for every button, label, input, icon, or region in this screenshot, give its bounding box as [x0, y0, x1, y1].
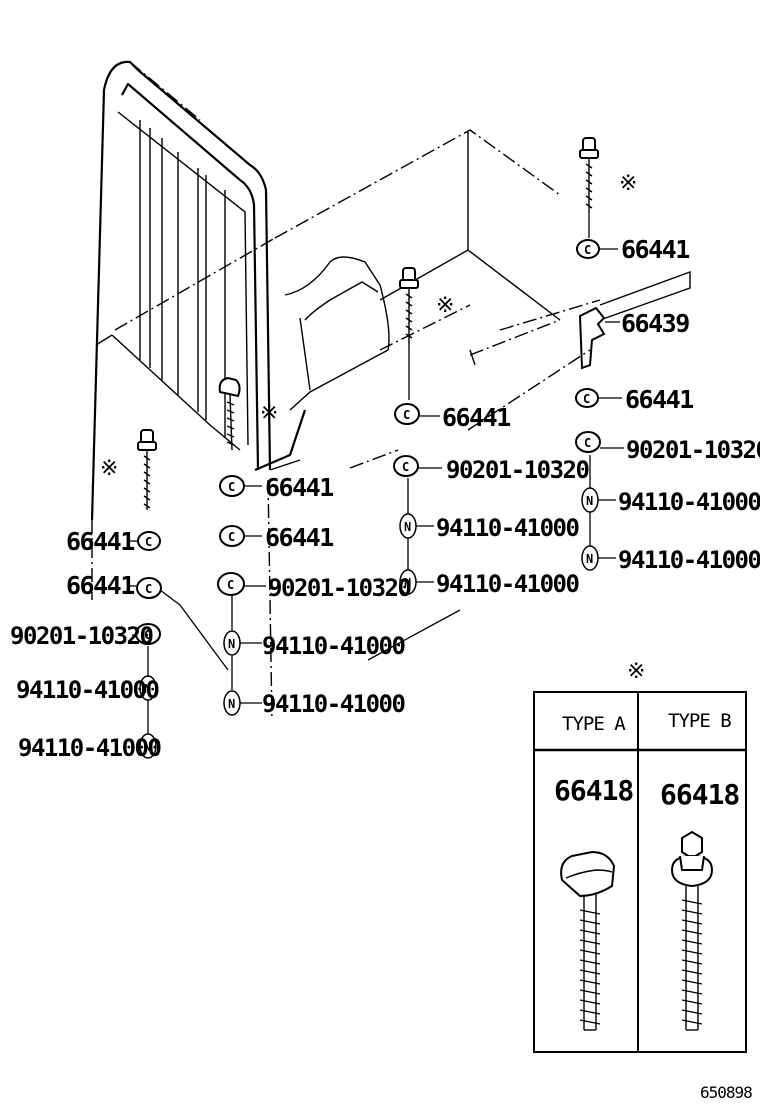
svg-text:N: N	[228, 637, 235, 651]
label-94110-41000: 94110-41000	[262, 632, 405, 660]
truck-bed-outline	[90, 60, 691, 600]
svg-text:C: C	[584, 436, 591, 450]
svg-text:C: C	[402, 460, 409, 474]
bolt-far-left	[137, 429, 157, 510]
label-94110-41000: 94110-41000	[436, 514, 579, 542]
label-94110-41000: 94110-41000	[262, 690, 405, 718]
svg-text:N: N	[144, 740, 151, 754]
bolt-type-table: TYPE A TYPE B 66418 66418	[533, 691, 747, 1053]
note-mark-1: ※	[619, 171, 637, 196]
part-labels: 66441 66439 66441 90201-10320 94110-4100…	[10, 235, 760, 762]
label-94110-41000: 94110-41000	[618, 546, 760, 574]
label-66441: 66441	[265, 523, 333, 552]
part-stack-right: C C C N N	[575, 212, 624, 571]
bolt-center-left	[218, 376, 241, 451]
table-header-type-b: TYPE B	[668, 710, 731, 732]
svg-text:C: C	[227, 578, 234, 592]
svg-text:C: C	[403, 408, 410, 422]
bolt-top-right	[579, 137, 599, 212]
svg-text:C: C	[583, 392, 590, 406]
label-90201-10320: 90201-10320	[10, 622, 153, 650]
label-94110-41000: 94110-41000	[16, 676, 159, 704]
label-90201-10320: 90201-10320	[626, 436, 760, 464]
svg-text:N: N	[404, 520, 411, 534]
table-part-type-b: 66418	[660, 778, 739, 811]
label-66441: 66441	[66, 527, 134, 556]
svg-text:C: C	[228, 530, 235, 544]
label-94110-41000: 94110-41000	[618, 488, 760, 516]
label-66439: 66439	[621, 309, 689, 338]
label-66441: 66441	[442, 403, 510, 432]
svg-text:N: N	[586, 494, 593, 508]
table-header-type-a: TYPE A	[562, 713, 626, 735]
label-94110-41000: 94110-41000	[436, 570, 579, 598]
label-66441: 66441	[66, 571, 134, 600]
note-mark-4: ※	[100, 456, 118, 481]
note-mark-5: ※	[627, 659, 645, 684]
label-94110-41000: 94110-41000	[18, 734, 161, 762]
svg-text:C: C	[145, 582, 152, 596]
note-mark-3: ※	[260, 401, 278, 426]
svg-text:C: C	[144, 628, 151, 642]
svg-text:N: N	[404, 576, 411, 590]
svg-text:C: C	[228, 480, 235, 494]
label-90201-10320: 90201-10320	[268, 574, 411, 602]
part-stack-left: C C C N N	[128, 531, 229, 759]
svg-text:C: C	[145, 535, 152, 549]
svg-text:N: N	[144, 682, 151, 696]
bolt-middle	[399, 267, 419, 345]
label-66441: 66441	[621, 235, 689, 264]
table-part-type-a: 66418	[554, 774, 633, 807]
label-90201-10320: 90201-10320	[446, 456, 589, 484]
svg-text:N: N	[228, 697, 235, 711]
svg-text:C: C	[584, 243, 591, 257]
part-stack-middle: C C N N	[349, 345, 591, 595]
svg-text:N: N	[586, 552, 593, 566]
note-mark-2: ※	[436, 293, 454, 318]
bolt-type-b-drawing	[670, 830, 714, 1031]
label-66441: 66441	[265, 473, 333, 502]
label-66441: 66441	[625, 385, 693, 414]
diagram-code: 650898	[700, 1083, 752, 1102]
bolt-type-a-drawing	[560, 850, 616, 1031]
part-stack-center: C C C N N	[217, 475, 461, 721]
